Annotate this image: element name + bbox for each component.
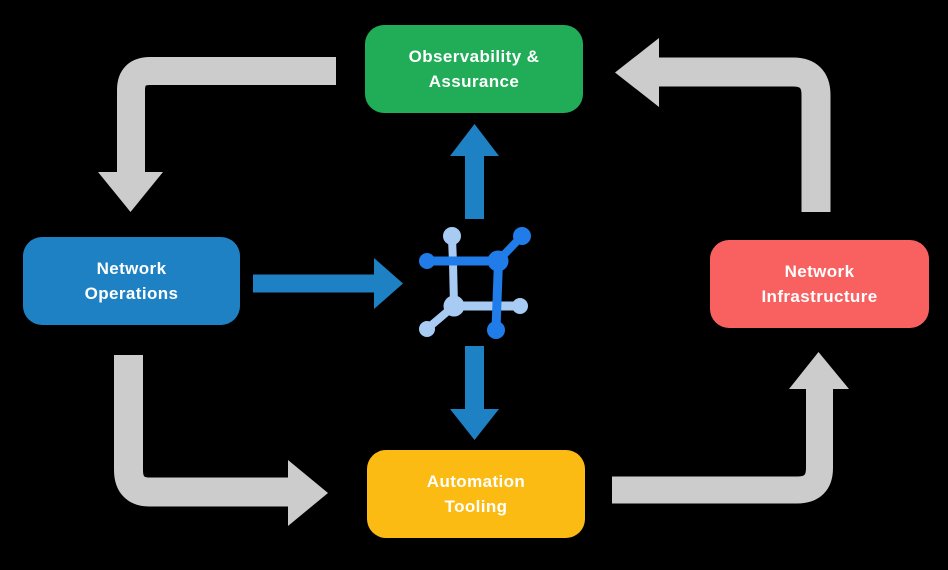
node-network-infrastructure: Network Infrastructure — [710, 240, 929, 328]
arrow-shaft — [659, 57, 831, 212]
node-label-line: Network — [96, 258, 167, 278]
cycle-arrow-automation-to-infrastructure — [612, 352, 849, 504]
arrow-head-up — [789, 352, 849, 389]
arrow-head-down — [450, 409, 499, 440]
node-label-line: Operations — [84, 284, 179, 303]
arrow-head-left — [615, 38, 659, 107]
arrow-head-right — [374, 258, 403, 309]
node-label-line: Tooling — [444, 497, 508, 516]
node-automation-tooling: Automation Tooling — [367, 450, 585, 538]
network-mesh-icon — [419, 227, 531, 339]
flow-arrow-operations-to-icon — [253, 258, 403, 309]
arrow-shaft — [117, 57, 336, 173]
node-label-line: Network — [784, 261, 855, 281]
arrow-head-up — [450, 124, 499, 156]
flow-arrow-icon-to-automation — [450, 346, 499, 440]
flow-arrow-icon-to-observability — [450, 124, 499, 219]
cycle-arrow-infrastructure-to-observability — [615, 38, 831, 212]
cycle-arrow-operations-to-automation — [114, 355, 328, 526]
node-label-line: Automation — [426, 471, 526, 491]
arrow-head-right — [288, 460, 328, 526]
arrow-head-down — [98, 172, 163, 212]
node-observability-assurance: Observability & Assurance — [365, 25, 583, 113]
cycle-arrow-observability-to-operations — [98, 57, 336, 212]
arrow-shaft — [114, 355, 288, 507]
arrow-shaft — [612, 389, 833, 504]
node-network-operations: Network Operations — [23, 237, 240, 325]
node-label-line: Assurance — [428, 72, 520, 91]
network-mesh-icon-primary — [419, 227, 531, 339]
node-label-line: Observability & — [408, 46, 540, 66]
node-label-line: Infrastructure — [761, 287, 878, 306]
